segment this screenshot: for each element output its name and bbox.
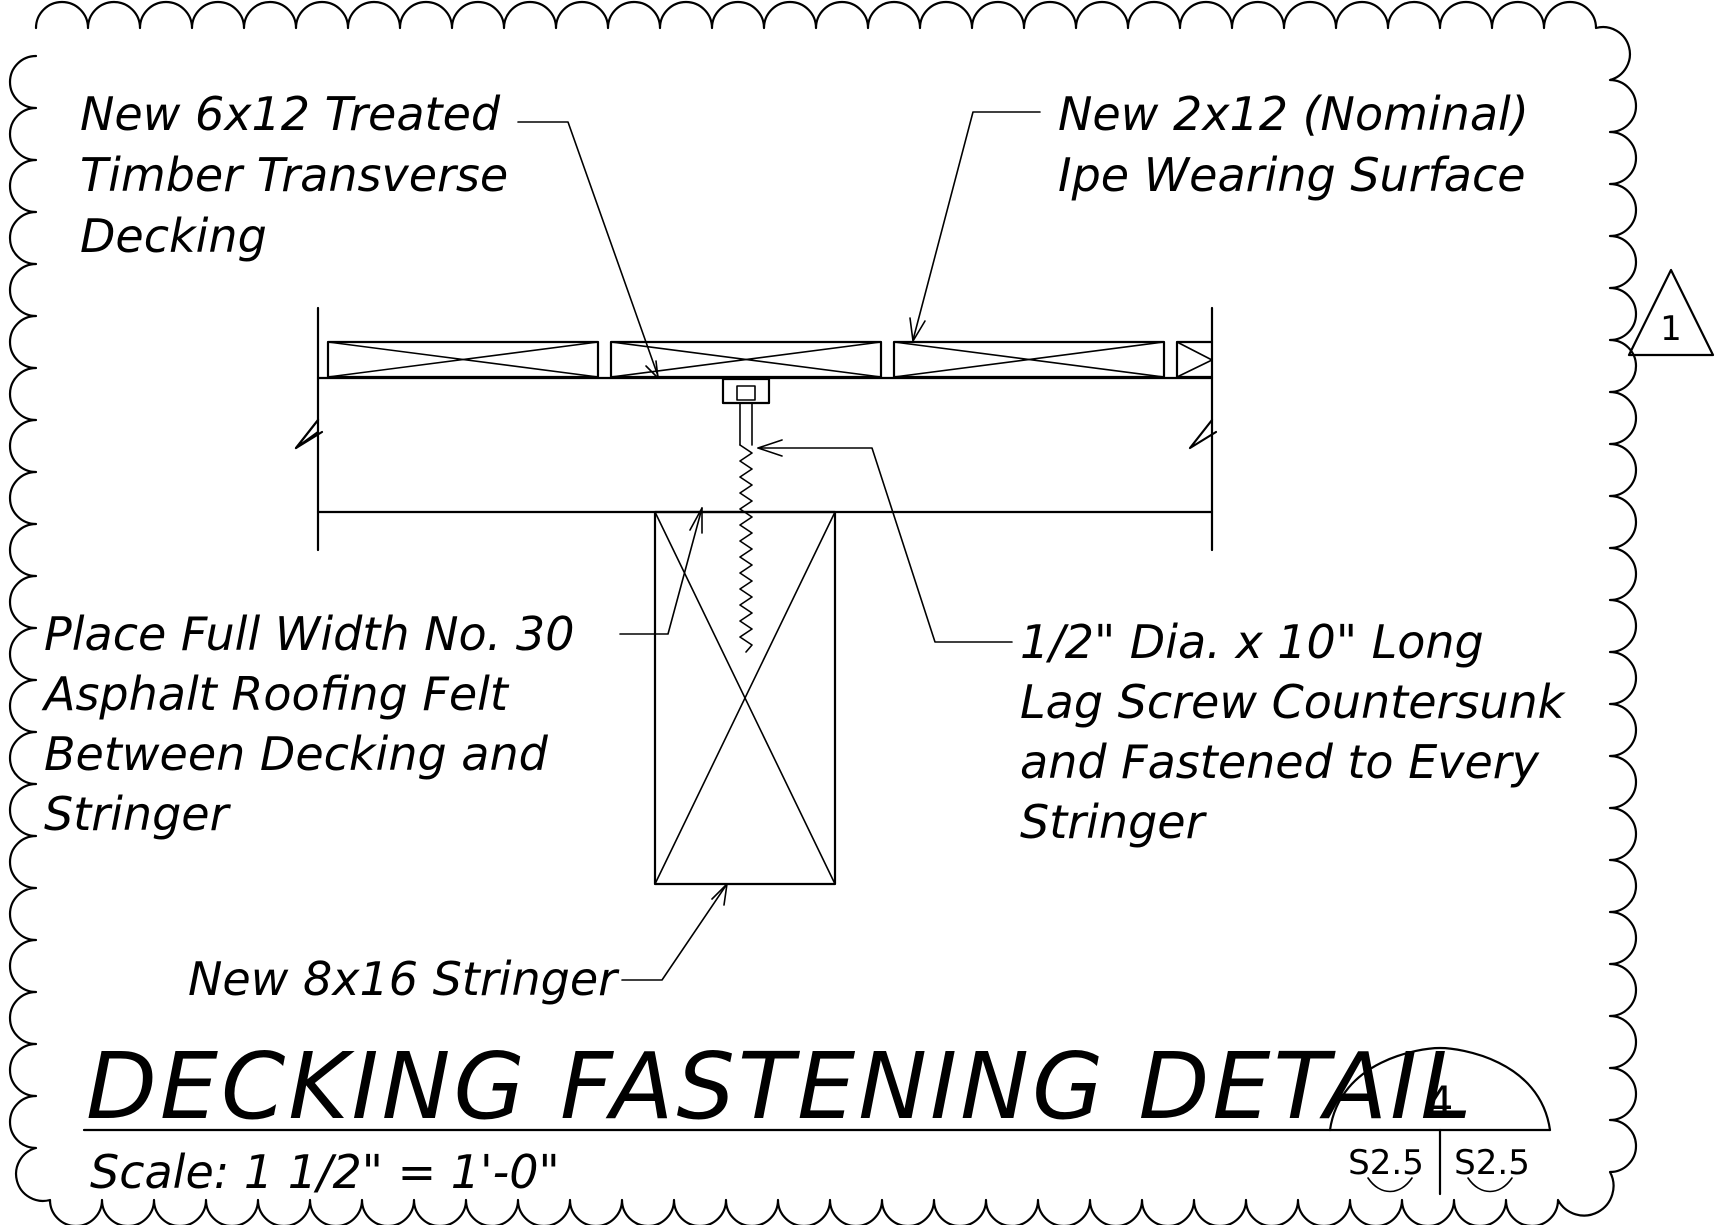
revision-delta: 1	[1627, 268, 1715, 357]
svg-text:Decking: Decking	[80, 209, 267, 263]
detail-title: DECKING FASTENING DETAIL	[86, 1033, 1475, 1140]
section-marker: 4 S2.5 S2.5	[1328, 1046, 1552, 1196]
svg-text:New 2x12 (Nominal): New 2x12 (Nominal)	[1058, 87, 1529, 141]
section-number: 4	[1427, 1077, 1454, 1126]
revision-cloud	[8, 0, 1638, 1225]
svg-text:Between Decking and: Between Decking and	[44, 727, 549, 781]
stringer	[653, 510, 837, 886]
label-lag-screw: 1/2" Dia. x 10" Long Lag Screw Countersu…	[1020, 615, 1567, 849]
section-sheet-right: S2.5	[1454, 1143, 1530, 1183]
timber-decking	[294, 306, 1218, 552]
revision-number: 1	[1660, 309, 1682, 349]
svg-text:Place Full Width No. 30: Place Full Width No. 30	[44, 607, 574, 661]
svg-text:Timber Transverse: Timber Transverse	[80, 148, 508, 202]
svg-text:Asphalt Roofing Felt: Asphalt Roofing Felt	[41, 667, 510, 721]
section-sheet-left: S2.5	[1348, 1143, 1424, 1183]
label-treated-decking: New 6x12 Treated Timber Transverse Decki…	[80, 87, 508, 263]
detail-scale: Scale: 1 1/2" = 1'-0"	[90, 1145, 560, 1199]
ipe-wearing-surface	[326, 340, 1214, 379]
label-roofing-felt: Place Full Width No. 30 Asphalt Roofing …	[41, 607, 574, 841]
lag-screw	[721, 377, 771, 653]
svg-text:Ipe Wearing Surface: Ipe Wearing Surface	[1058, 148, 1526, 202]
svg-text:1/2" Dia. x 10" Long: 1/2" Dia. x 10" Long	[1020, 615, 1484, 669]
svg-text:and Fastened to Every: and Fastened to Every	[1020, 735, 1540, 789]
leader-lines	[517, 111, 1041, 981]
svg-text:Lag Screw Countersunk: Lag Screw Countersunk	[1020, 675, 1567, 729]
label-wearing-surface: New 2x12 (Nominal) Ipe Wearing Surface	[1058, 87, 1529, 202]
svg-text:Stringer: Stringer	[1020, 795, 1208, 849]
label-stringer: New 8x16 Stringer	[188, 952, 620, 1006]
svg-text:Stringer: Stringer	[44, 787, 232, 841]
svg-text:New 6x12 Treated: New 6x12 Treated	[80, 87, 501, 141]
